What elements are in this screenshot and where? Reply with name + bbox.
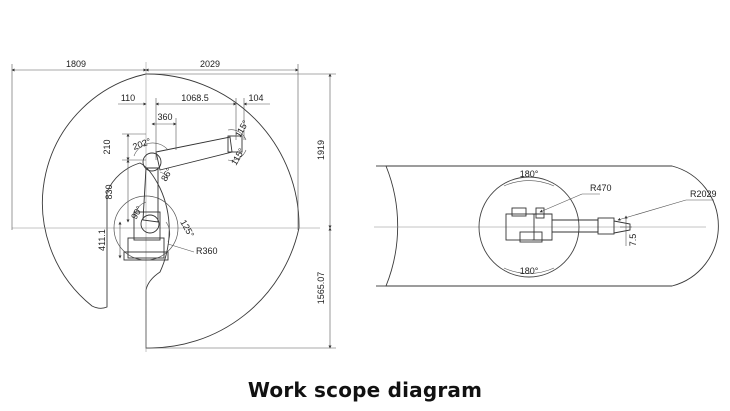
dim-offset: 7.5 [628,234,638,247]
dim-upper-arm: 830 [104,184,114,199]
angle-elbow-up: 202° [131,136,152,152]
top-work-envelope [385,165,719,287]
dim-reach-back: 1809 [66,59,86,69]
side-view-labels: 1809 2029 110 1068.5 104 360 210 830 411… [66,59,326,304]
inner-radius: R470 [590,183,612,193]
top-view-labels: 180° 180° R470 R2029 7.5 [520,169,717,276]
side-view [11,62,336,352]
dim-wrist-length: 104 [248,93,263,103]
angle-top: 180° [520,169,539,179]
outer-radius: R2029 [690,189,717,199]
dim-base-radius: R360 [196,246,218,256]
angle-shoulder-front: 125° [178,218,196,239]
angle-elbow: 86° [159,166,175,183]
dim-base-height: 411.1 [97,229,107,251]
work-scope-drawing: 1809 2029 110 1068.5 104 360 210 830 411… [11,59,719,352]
dim-shoulder-height-top: 210 [102,139,112,154]
dim-upper-offset: 360 [157,112,172,122]
dim-below-base: 1565.07 [316,272,326,305]
dim-arm-length: 1068.5 [181,93,209,103]
dim-reach-front: 2029 [200,59,220,69]
top-view [374,165,719,287]
caption: Work scope diagram [247,378,483,402]
dim-total-height: 1919 [316,140,326,160]
dim-base-offset: 110 [121,93,135,103]
angle-bottom: 180° [520,266,539,276]
